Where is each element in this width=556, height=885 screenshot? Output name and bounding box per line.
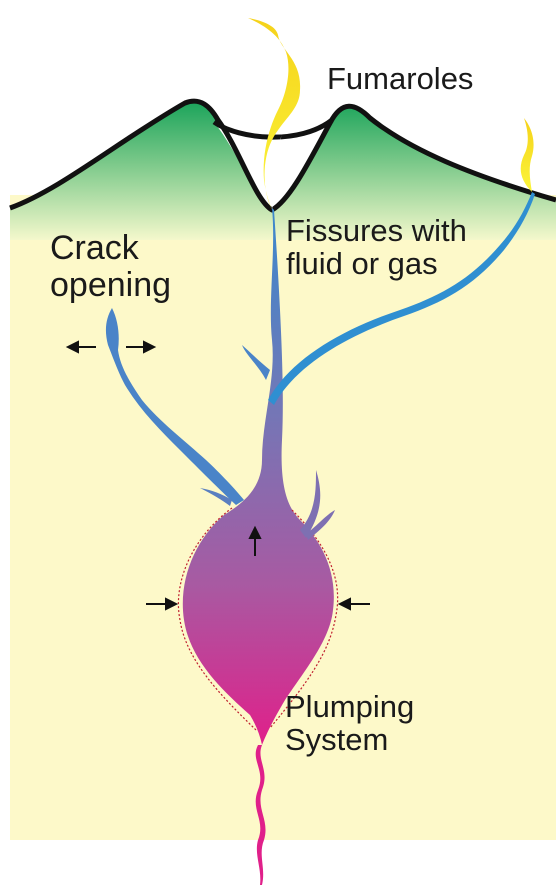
label-plumping-system: Plumping System: [285, 690, 414, 757]
label-plumping-line2: System: [285, 723, 414, 756]
label-fumaroles: Fumaroles: [327, 62, 473, 95]
label-crack-line2: opening: [50, 267, 171, 304]
label-fumaroles-text: Fumaroles: [327, 62, 473, 95]
label-plumping-line1: Plumping: [285, 690, 414, 723]
label-crack-line1: Crack: [50, 230, 171, 267]
label-fissures: Fissures with fluid or gas: [286, 214, 467, 281]
label-fissures-line1: Fissures with: [286, 214, 467, 247]
label-crack-opening: Crack opening: [50, 230, 171, 303]
fumarole-right: [521, 118, 534, 192]
label-fissures-line2: fluid or gas: [286, 247, 467, 280]
